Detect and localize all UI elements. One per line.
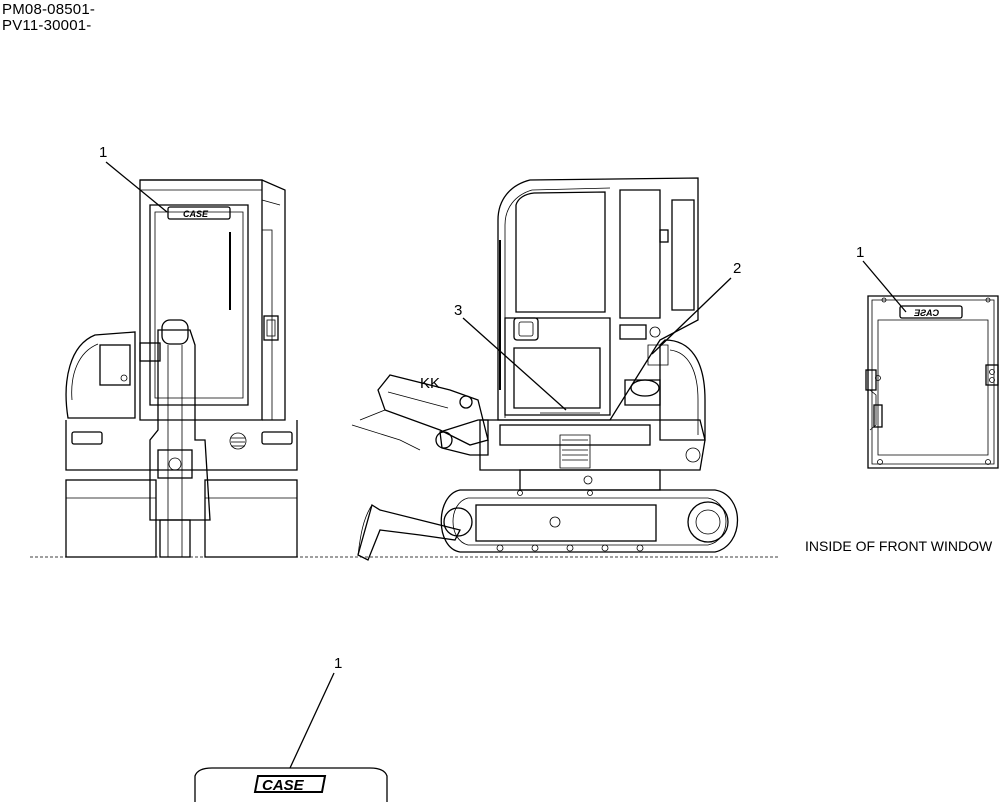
- caption-inside-front-window: INSIDE OF FRONT WINDOW: [805, 538, 993, 554]
- callout-decal-detail: 1: [289, 655, 342, 769]
- case-decal-detail: CASE: [194, 767, 388, 802]
- svg-text:2: 2: [733, 260, 741, 277]
- front-window-inside-view: [865, 295, 999, 469]
- svg-text:1: 1: [99, 144, 107, 161]
- callout-side-view-2: 2: [651, 260, 741, 355]
- serial-range-1: PM08-08501-: [2, 1, 96, 18]
- rear-view-case-decal: CASE: [167, 206, 231, 220]
- svg-text:3: 3: [454, 302, 462, 319]
- callout-rear-view: 1: [99, 144, 168, 213]
- svg-text:1: 1: [856, 244, 864, 261]
- callout-window-view: 1: [856, 244, 907, 313]
- window-view-case-decal-mirrored: ƎƧAƆ: [899, 305, 963, 319]
- serial-range-2: PV11-30001-: [2, 17, 92, 34]
- svg-text:ƎƧAƆ: ƎƧAƆ: [914, 308, 940, 318]
- svg-text:KK: KK: [420, 375, 440, 392]
- side-view-excavator: KK: [351, 177, 738, 561]
- callout-side-view-3: 3: [454, 302, 567, 411]
- rear-view-excavator: [65, 179, 298, 558]
- svg-text:1: 1: [334, 655, 342, 672]
- svg-text:CASE: CASE: [183, 209, 209, 219]
- decal-logo-text: CASE: [262, 777, 305, 794]
